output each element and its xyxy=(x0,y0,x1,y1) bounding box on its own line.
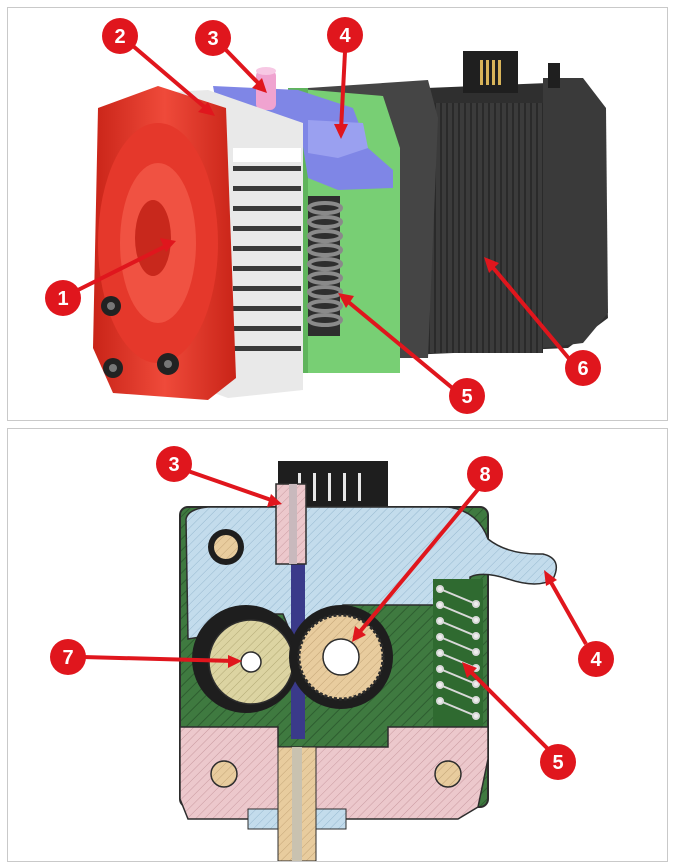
callout-4: 4 xyxy=(578,641,614,677)
callout-5: 5 xyxy=(540,744,576,780)
svg-text:7: 7 xyxy=(62,647,73,669)
svg-text:5: 5 xyxy=(552,752,563,774)
svg-text:4: 4 xyxy=(339,25,351,47)
svg-text:4: 4 xyxy=(590,649,602,671)
svg-text:3: 3 xyxy=(168,454,179,476)
tension-spring xyxy=(308,196,341,336)
render-panel: 1 2 3 4 5 6 xyxy=(7,7,668,421)
callout-8: 8 xyxy=(467,456,503,492)
pivot-bearing xyxy=(208,529,244,565)
motor-connector xyxy=(463,51,518,93)
callout-1: 1 xyxy=(45,280,81,316)
callout-3: 3 xyxy=(156,446,192,482)
drive-gear xyxy=(289,605,393,709)
callout-2: 2 xyxy=(102,18,138,54)
tension-spring xyxy=(433,579,483,729)
extruder-section: 3 8 7 4 5 xyxy=(8,429,667,861)
callout-5: 5 xyxy=(449,378,485,414)
callout-6: 6 xyxy=(565,350,601,386)
extruder-render: 1 2 3 4 5 6 xyxy=(8,8,667,420)
callout-3: 3 xyxy=(195,20,231,56)
section-panel: 3 8 7 4 5 xyxy=(7,428,668,862)
svg-text:5: 5 xyxy=(461,386,472,408)
svg-text:8: 8 xyxy=(479,464,490,486)
callout-7: 7 xyxy=(50,639,86,675)
svg-text:6: 6 xyxy=(577,358,588,380)
callout-4: 4 xyxy=(327,17,363,53)
svg-text:3: 3 xyxy=(207,28,218,50)
svg-text:2: 2 xyxy=(114,26,125,48)
svg-text:1: 1 xyxy=(57,288,68,310)
